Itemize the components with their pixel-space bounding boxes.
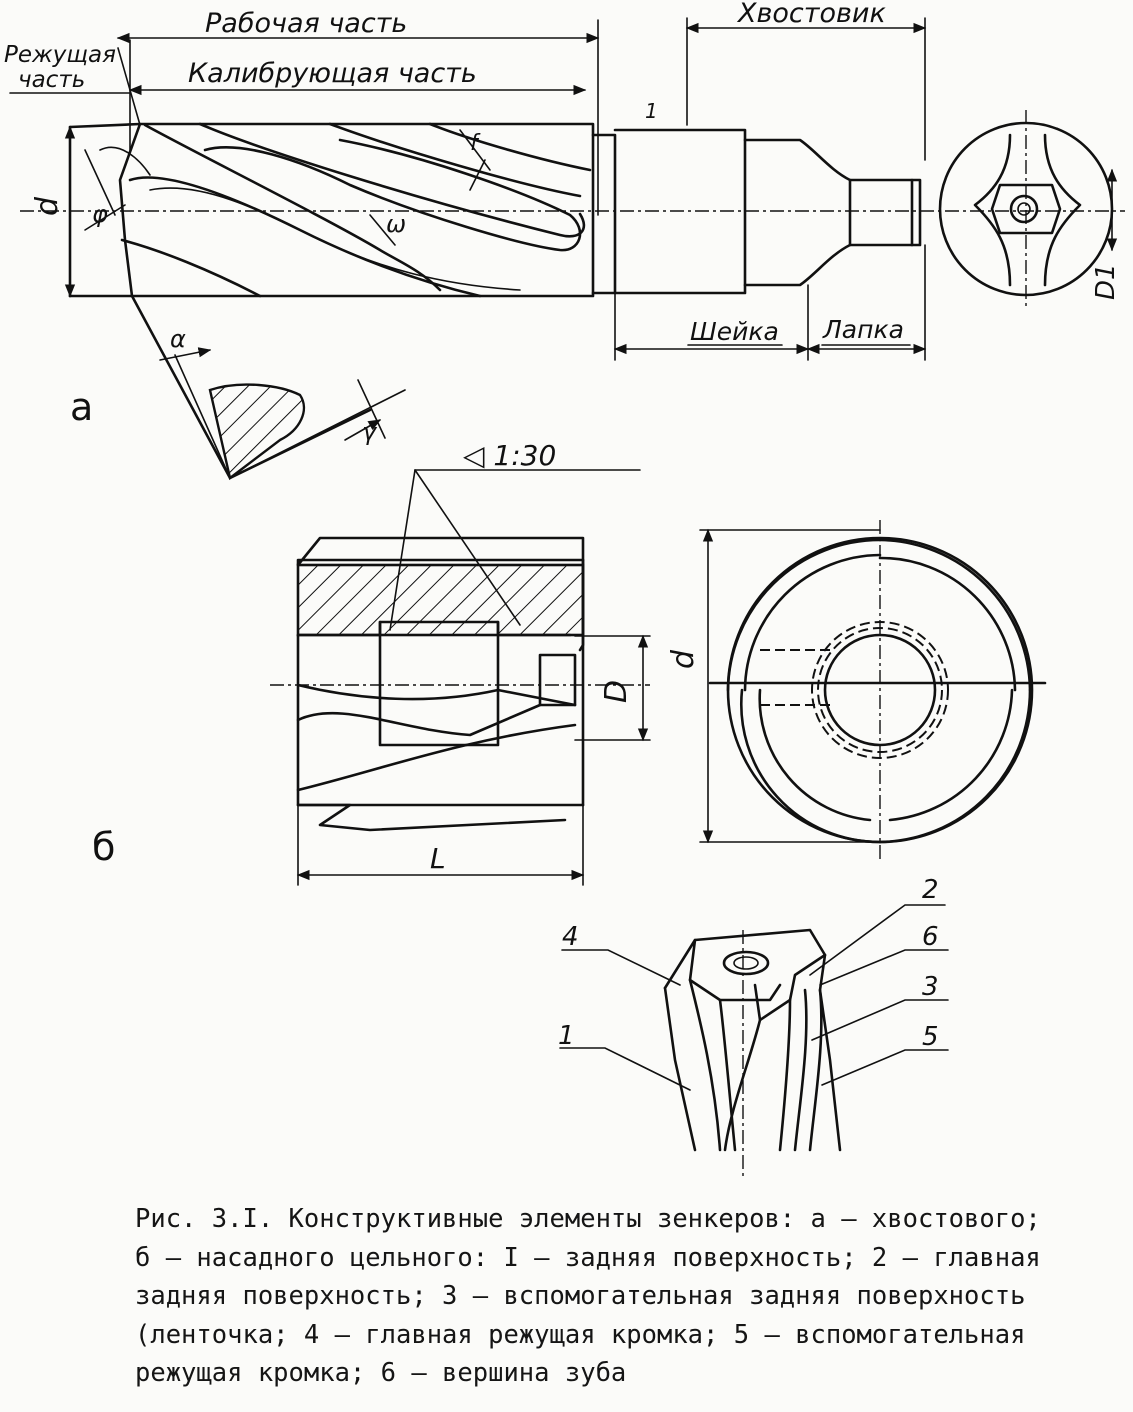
label-shank: Хвостовик [736,0,886,29]
label-D1: D1 [1091,263,1121,300]
view-a-shank-countersink [9,17,1125,481]
label-cutting-part-1: Режущая [4,42,116,68]
label-length-L: L [430,842,446,875]
label-part-6: 6 [922,922,939,952]
label-part-3: 3 [922,972,939,1002]
figure-caption: Рис. 3.I. Конструктивные элементы зенкер… [135,1200,1095,1393]
label-bore-D: D [599,680,634,703]
caption-line-3: задняя поверхность; 3 – вспомогательная … [135,1281,1026,1311]
label-cutting-part-2: часть [18,67,85,93]
caption-line-2: б – насадного цельного: I – задняя повер… [135,1242,1041,1273]
label-view-a: а [70,385,93,429]
label-part-4: 4 [562,922,579,952]
label-omega: ω [386,210,406,238]
label-fillet: f [470,131,481,156]
label-a-diameter: d [30,196,65,216]
label-part-2: 2 [922,875,939,905]
view-b-shell-countersink [270,469,1047,886]
label-b-diameter: d [666,649,701,669]
label-working-part: Рабочая часть [205,8,407,39]
label-gamma: γ [362,418,378,446]
label-part-1: 1 [558,1021,575,1051]
label-calibrating-part: Калибрующая часть [188,58,477,89]
label-neck: Шейка [690,317,779,346]
label-mark-1: 1 [645,99,658,123]
caption-line-4: (ленточка; 4 – главная режущая кромка; 5… [135,1319,1026,1350]
label-view-b: б [92,825,115,869]
label-part-5: 5 [922,1022,939,1052]
caption-line-1: Рис. 3.I. Конструктивные элементы зенкер… [135,1204,1041,1234]
label-phi: φ [92,200,108,228]
label-tang: Лапка [822,315,904,344]
parts-detail [559,904,949,1180]
caption-line-5: режущая кромка; 6 – вершина зуба [135,1358,627,1388]
label-taper: ◁ 1:30 [463,439,556,472]
label-alpha: α [170,325,186,353]
